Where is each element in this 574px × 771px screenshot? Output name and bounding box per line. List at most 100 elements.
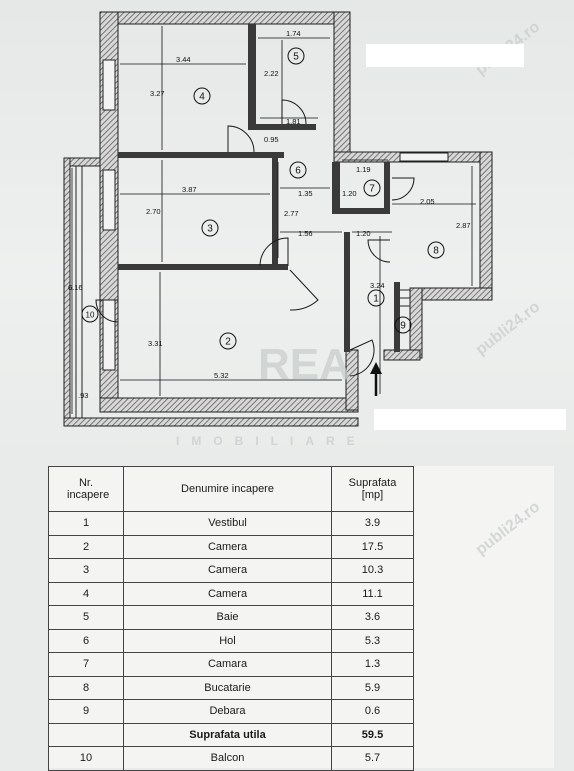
dim-1-20-a: 1.20 (342, 189, 357, 198)
wall-1-left (344, 232, 350, 352)
room-marker-circle (427, 241, 445, 259)
wall-balcony-left (63, 157, 71, 427)
room-marker-circle (363, 179, 381, 197)
window-room4 (102, 59, 116, 111)
wall-closet-left (394, 282, 400, 352)
dimension-labels: 3.44 3.27 1.74 2.22 1.81 0.95 3.87 1.35 … (68, 29, 471, 400)
window-room2 (102, 299, 116, 371)
cell-name: Baie (123, 605, 332, 630)
dim-3-31: 3.31 (148, 339, 163, 348)
cell-name: Balcon (123, 746, 332, 771)
cell-area: 10.3 (331, 558, 414, 583)
wall-right-upper (333, 11, 351, 161)
wall-top (99, 11, 351, 25)
door-kitchen (367, 239, 391, 263)
room-marker-circle (201, 219, 219, 237)
wall-7-8 (384, 162, 390, 214)
room-marker-circle (81, 305, 99, 323)
dim-2-05: 2.05 (420, 197, 435, 206)
dim-2-70: 2.70 (146, 207, 161, 216)
cell-nr: 3 (48, 558, 124, 583)
cell-nr: 7 (48, 652, 124, 677)
redacted-block-top (366, 44, 524, 67)
dim-3-27: 3.27 (150, 89, 165, 98)
room-number-label: 2 (225, 337, 231, 348)
cell-area: 59.5 (331, 722, 414, 747)
cell-area: 0.6 (331, 699, 414, 724)
header-room-name: Denumire incapere (123, 466, 332, 512)
cell-name: Suprafata utila (123, 722, 332, 747)
cell-nr: 1 (48, 511, 124, 536)
cell-nr: 9 (48, 699, 124, 724)
door-bath (281, 99, 307, 125)
cell-area: 5.9 (331, 675, 414, 700)
wall-3-2 (118, 264, 288, 270)
dimension-lines (71, 26, 476, 414)
dim-1-81: 1.81 (286, 117, 301, 126)
room-number-label: 8 (433, 246, 439, 257)
cell-area: 1.3 (331, 652, 414, 677)
cell-nr: 6 (48, 628, 124, 653)
room-marker-circle (367, 289, 385, 307)
wall-entrance (345, 349, 359, 411)
wall-closet-bottom (383, 349, 421, 361)
cell-name: Camara (123, 652, 332, 677)
cell-area: 11.1 (331, 581, 414, 606)
door-room2 (289, 269, 319, 311)
watermark-sub: IMOBILIARE (176, 434, 367, 448)
room-number-label: 5 (293, 52, 299, 63)
dim-1-56: 1.56 (298, 229, 313, 238)
cell-blank (414, 700, 555, 724)
dim-1-35: 1.35 (298, 189, 313, 198)
dim-0-95: 0.95 (264, 135, 279, 144)
cell-blank (414, 629, 555, 653)
wall-bath-bottom (256, 124, 316, 130)
dim-1-74: 1.74 (286, 29, 301, 38)
cell-area: 3.6 (331, 605, 414, 630)
door-room3 (259, 237, 289, 267)
room-number-label: 7 (369, 184, 375, 195)
cell-area: 5.7 (331, 746, 414, 771)
doors (95, 99, 415, 377)
wall-kitchen-right (479, 151, 493, 299)
cell-nr: 5 (48, 605, 124, 630)
dim-3-24: 3.24 (370, 281, 385, 290)
dim-1-19: 1.19 (356, 165, 371, 174)
wall-4-5 (248, 24, 256, 130)
door-balcony (95, 299, 119, 323)
room-area-table: Nr. incapere Denumire incapere Suprafata… (48, 466, 555, 771)
room-marker-circle (289, 161, 307, 179)
room-number-label: 3 (207, 224, 213, 235)
wall-4-3 (118, 152, 284, 158)
closet-shelves (400, 289, 410, 307)
watermark-brand: REA (258, 340, 351, 389)
table-header-row: Nr. incapere Denumire incapere Suprafata… (48, 466, 555, 512)
wall-3-6 (272, 158, 278, 264)
room-marker-circle (287, 47, 305, 65)
wall-closet-right (409, 287, 423, 359)
header-area: Suprafata [mp] (331, 466, 414, 512)
cell-name: Vestibul (123, 511, 332, 536)
cell-name: Camera (123, 534, 332, 559)
wall-kitchen-bottom (417, 287, 493, 301)
door-room4 (227, 125, 255, 153)
window-room3 (102, 169, 116, 231)
wall-bottom (99, 397, 359, 413)
room-area-table-container: Nr. incapere Denumire incapere Suprafata… (48, 466, 555, 771)
entrance-arrow (370, 362, 382, 396)
wall-6-7 (332, 162, 340, 214)
dim-2-87: 2.87 (456, 221, 471, 230)
cell-name: Debara (123, 699, 332, 724)
windows (102, 59, 449, 371)
cell-blank (414, 747, 555, 771)
room-number-label: 1 (373, 294, 379, 305)
